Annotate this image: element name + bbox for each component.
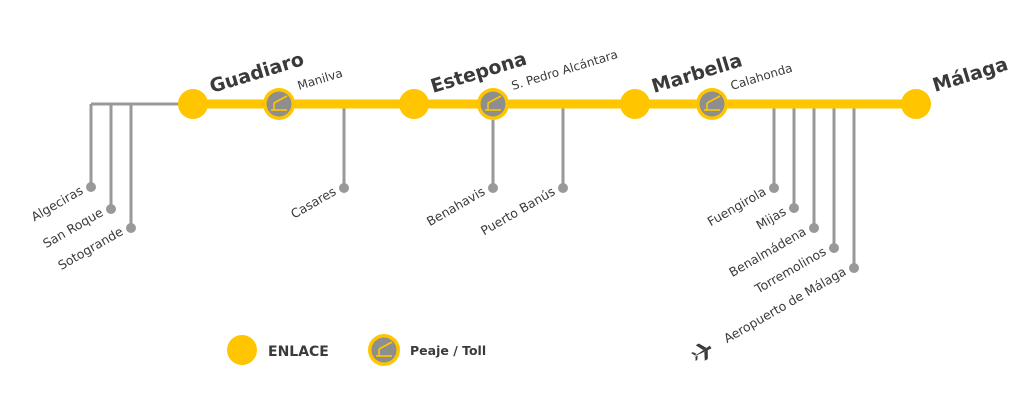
marbella-label: Marbella: [649, 49, 745, 97]
s-pedro-toll-icon: [477, 88, 509, 120]
legend: ENLACE Peaje / Toll: [227, 334, 486, 366]
manilva-toll-icon: [263, 88, 295, 120]
airplane-icon: [691, 343, 712, 361]
middle-branches: [342, 104, 565, 188]
puerto-banus-exit-dot: [558, 183, 568, 193]
fuengirola-exit-dot: [769, 183, 779, 193]
estepona-junction: [399, 89, 429, 119]
s-pedro-label: S. Pedro Alcántara: [510, 47, 620, 93]
benahavis-label: Benahavis: [424, 184, 488, 229]
benahavis-exit-dot: [488, 183, 498, 193]
torremolinos-exit-dot: [829, 243, 839, 253]
algeciras-exit-dot: [86, 182, 96, 192]
sotogrande-exit-dot: [126, 223, 136, 233]
guadiaro-junction: [178, 89, 208, 119]
marbella-junction: [620, 89, 650, 119]
legend-toll-label: Peaje / Toll: [410, 343, 486, 358]
legend-enlace-label: ENLACE: [268, 344, 329, 360]
calahonda-toll-icon: [696, 88, 728, 120]
guadiaro-label: Guadiaro: [207, 48, 306, 97]
casares-exit-dot: [339, 183, 349, 193]
aeropuerto-exit-dot: [849, 263, 859, 273]
legend-toll-icon: [368, 334, 400, 366]
malaga-junction: [901, 89, 931, 119]
east-branches: [772, 104, 856, 268]
west-branches: [89, 102, 193, 228]
mijas-exit-dot: [789, 203, 799, 213]
casares-label: Casares: [288, 184, 338, 222]
san-roque-exit-dot: [106, 204, 116, 214]
legend-enlace-marker: [227, 335, 257, 365]
mijas-label: Mijas: [753, 204, 788, 233]
benalmadena-exit-dot: [809, 223, 819, 233]
malaga-label: Málaga: [930, 53, 1011, 97]
